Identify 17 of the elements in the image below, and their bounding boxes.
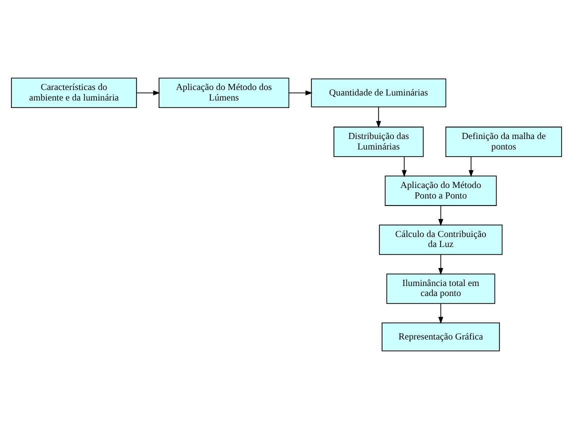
arrow <box>438 205 444 226</box>
arrow <box>402 156 407 178</box>
node-box: Cálculo da Contribuição da Luz <box>378 224 503 255</box>
node-box: Representação Gráfica <box>382 322 500 352</box>
node-box: Quantidade de Luminárias <box>310 78 446 108</box>
node-box: Aplicação do Método dos Lúmens <box>158 78 290 108</box>
node-box: Iluminância total em cada ponto <box>386 274 496 304</box>
arrow <box>468 156 474 178</box>
arrow <box>438 303 444 324</box>
node-box: Características do ambiente e da luminária <box>11 78 137 108</box>
arrow <box>438 254 444 276</box>
arrow <box>376 106 382 128</box>
arrow <box>288 90 313 96</box>
node-box: Definição da malha de pontos <box>445 126 562 157</box>
node-box: Distribuição das Luminárias <box>334 126 424 157</box>
node-box: Aplicação do Método Ponto a Ponto <box>384 176 497 206</box>
arrow <box>136 90 160 96</box>
